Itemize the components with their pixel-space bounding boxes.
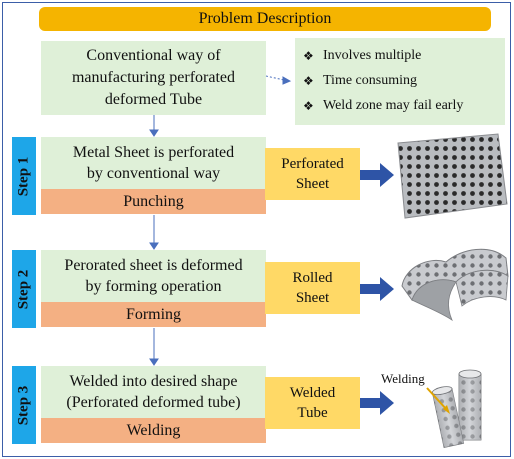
- step-1-arrow: [360, 163, 394, 187]
- step-2-tab: Step 2: [12, 250, 36, 328]
- step-1-process: Punching: [41, 189, 266, 214]
- diamond-bullet-icon: ❖: [303, 73, 314, 88]
- intro-line-2: manufacturing perforated: [71, 69, 236, 86]
- step-3-process: Welding: [41, 418, 266, 443]
- diamond-bullet-icon: ❖: [303, 48, 314, 63]
- problem-item: ❖Weld zone may fail early: [303, 97, 464, 113]
- step-2-arrow: [360, 277, 394, 301]
- problems-box: ❖Involves multiple ❖Time consuming ❖Weld…: [295, 38, 505, 125]
- step-1-tab: Step 1: [12, 137, 36, 215]
- perforated-sheet-image: [397, 133, 508, 219]
- welded-tube-image: [426, 369, 482, 448]
- diagram-title: Problem Description: [39, 7, 491, 31]
- step-3-tab: Step 3: [12, 366, 36, 444]
- diamond-bullet-icon: ❖: [303, 98, 314, 113]
- rolled-sheet-image: [401, 248, 509, 322]
- intro-line-1: Conventional way of: [86, 47, 221, 64]
- step-3-description: Welded into desired shape(Perforated def…: [41, 366, 266, 418]
- welding-callout-label: Welding: [381, 371, 425, 386]
- problem-item: ❖Time consuming: [303, 72, 417, 88]
- flow-connectors: [149, 75, 292, 366]
- step-3-arrow: [360, 391, 394, 415]
- step-2-process: Forming: [41, 302, 266, 327]
- intro-box: Conventional way of manufacturing perfor…: [41, 41, 266, 115]
- block-arrows: [360, 163, 394, 415]
- intro-line-3: deformed Tube: [104, 91, 203, 108]
- problem-item: ❖Involves multiple: [303, 47, 422, 63]
